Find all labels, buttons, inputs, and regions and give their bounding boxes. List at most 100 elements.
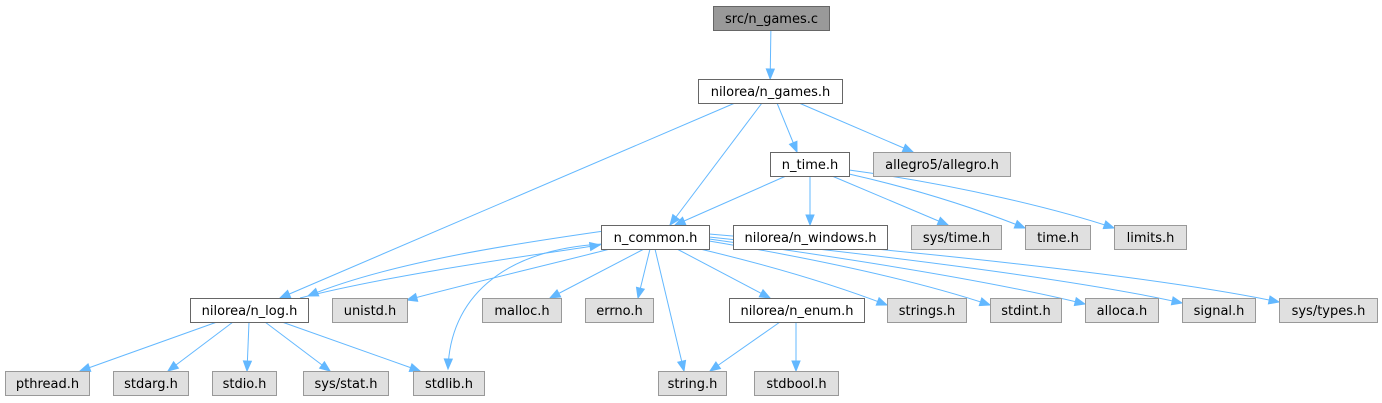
edge-n_common_h-to-string_h [654,248,687,373]
node-malloc-h[interactable]: malloc.h [482,298,562,323]
node-n-games-c[interactable]: src/n_games.c [713,6,830,31]
node-box[interactable] [212,371,277,396]
node-label: allegro5/allegro.h [885,158,999,173]
node-box[interactable] [698,79,843,104]
node-box[interactable] [585,298,654,323]
node-unistd-h[interactable]: unistd.h [332,298,408,323]
node-time-h[interactable]: time.h [1025,225,1091,250]
node-box[interactable] [5,371,90,396]
node-n-common-h[interactable]: n_common.h [601,225,710,250]
edge-line [708,240,991,306]
node-errno-h[interactable]: errno.h [585,298,654,323]
edge-n_log_h-to-stdio_h [242,321,253,373]
node-box[interactable] [990,298,1062,323]
node-label: nilorea/n_windows.h [744,231,876,246]
node-label: sys/types.h [1292,304,1366,319]
edge-line [848,169,1115,229]
node-label: time.h [1037,231,1079,246]
node-sys-time-h[interactable]: sys/time.h [911,225,1002,250]
node-box[interactable] [658,371,727,396]
edge-line [281,321,421,372]
edge-arrowhead [1013,219,1027,229]
node-n-games-h[interactable]: nilorea/n_games.h [698,79,843,104]
node-box[interactable] [332,298,408,323]
node-n-log-h[interactable]: nilorea/n_log.h [190,298,309,323]
node-label: unistd.h [344,304,397,319]
node-box[interactable] [482,298,562,323]
edges-layer [78,29,1281,373]
node-box[interactable] [113,371,189,396]
node-limits-h[interactable]: limits.h [1114,225,1187,250]
node-label: sys/stat.h [315,377,378,392]
edge-n_common_h-to-errno_h [635,248,651,300]
node-box[interactable] [1085,298,1159,323]
node-n-windows-h[interactable]: nilorea/n_windows.h [733,225,888,250]
node-label: stdbool.h [766,377,826,392]
edge-line [167,321,234,372]
edge-arrowhead [788,140,798,154]
node-box[interactable] [713,6,830,31]
node-box[interactable] [1182,298,1256,323]
node-label: nilorea/n_games.h [711,85,831,100]
edge-line [447,243,603,370]
edge-arrowhead [405,292,419,302]
node-label: nilorea/n_enum.h [740,304,853,319]
edge-n_log_h-to-stdarg_h [166,321,234,372]
edge-n_games_c-to-n_games_h [765,29,776,81]
node-box[interactable] [887,298,967,323]
node-signal-h[interactable]: signal.h [1182,298,1256,323]
node-box[interactable] [911,225,1002,250]
node-sys-stat-h[interactable]: sys/stat.h [303,371,389,396]
node-stdlib-h[interactable]: stdlib.h [413,371,485,396]
edge-arrowhead [588,241,602,252]
node-box[interactable] [1114,225,1187,250]
node-box[interactable] [770,152,850,177]
edge-n_log_h-to-stdlib_h [281,321,422,372]
edge-arrowhead [318,360,332,372]
node-string-h[interactable]: string.h [658,371,727,396]
edge-n_time_h-to-n_common_h [673,175,787,226]
edge-line [676,248,771,299]
node-label: stdarg.h [124,377,178,392]
node-label: string.h [668,377,718,392]
node-label: n_common.h [614,231,698,246]
node-box[interactable] [190,298,309,323]
node-stdbool-h[interactable]: stdbool.h [754,371,839,396]
node-stdarg-h[interactable]: stdarg.h [113,371,189,396]
edge-arrowhead [765,68,776,81]
node-box[interactable] [1025,225,1091,250]
node-box[interactable] [303,371,389,396]
edge-n_games_h-to-n_log_h [278,102,736,299]
node-box[interactable] [729,298,865,323]
node-pthread-h[interactable]: pthread.h [5,371,90,396]
edge-line [79,321,218,372]
edge-arrowhead [936,216,950,226]
node-allegro-h[interactable]: allegro5/allegro.h [873,152,1011,177]
node-box[interactable] [733,225,888,250]
node-box[interactable] [601,225,710,250]
node-stdio-h[interactable]: stdio.h [212,371,277,396]
edge-arrowhead [443,358,454,371]
node-stdint-h[interactable]: stdint.h [990,298,1062,323]
edge-line [654,248,685,372]
edge-line [709,321,781,372]
node-box[interactable] [754,371,839,396]
node-label: limits.h [1127,231,1175,246]
node-n-enum-h[interactable]: nilorea/n_enum.h [729,298,865,323]
edge-n_common_h-to-strings_h [699,248,889,306]
node-alloca-h[interactable]: alloca.h [1085,298,1159,323]
node-sys-types-h[interactable]: sys/types.h [1279,298,1378,323]
node-box[interactable] [873,152,1011,177]
node-box[interactable] [413,371,485,396]
edge-arrowhead [408,363,422,372]
edge-arrowhead [676,359,687,373]
edge-n_games_h-to-n_time_h [776,102,798,154]
node-label: alloca.h [1097,304,1148,319]
edge-n_time_h-to-limits_h [848,169,1116,230]
node-n-time-h[interactable]: n_time.h [770,152,850,177]
node-strings-h[interactable]: strings.h [887,298,967,323]
node-label: pthread.h [16,377,79,392]
node-box[interactable] [1279,298,1378,323]
edge-arrowhead [805,214,815,227]
